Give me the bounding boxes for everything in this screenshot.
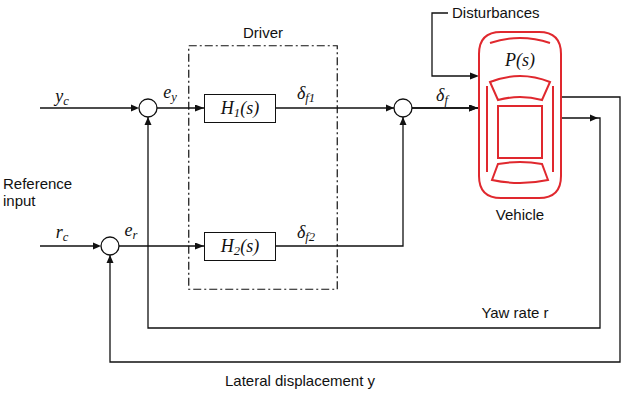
node-title: Vehicle <box>496 206 544 223</box>
arrowhead <box>470 73 479 80</box>
subscript: 1 <box>234 106 240 120</box>
text-part: (s) <box>240 98 259 118</box>
annotation-text: Reference input <box>3 175 75 210</box>
car-side-line <box>487 86 553 172</box>
arrowhead <box>107 255 114 263</box>
signal-name: yc <box>55 86 69 107</box>
subscript: c <box>63 230 69 244</box>
transfer-function-box: H2(s) <box>204 232 276 261</box>
summing-junction <box>394 99 412 117</box>
text-part: δ <box>297 222 305 242</box>
arrowhead <box>400 117 407 125</box>
arrowhead <box>590 115 598 122</box>
signal-label: δf2 <box>295 222 317 243</box>
car-roof <box>498 106 542 158</box>
input-wire <box>40 107 132 108</box>
signal-label: Lateral displacement y <box>223 372 377 389</box>
subscript: f1 <box>305 91 315 105</box>
text-part: H <box>221 236 234 256</box>
transfer-function-box: H1(s) <box>204 94 276 123</box>
car-windshield <box>490 76 550 100</box>
subscript: y <box>171 90 177 104</box>
node-title: Driver <box>243 24 283 41</box>
arrowhead <box>386 105 394 112</box>
signal-name: rc <box>56 222 69 243</box>
summing-junction <box>139 99 157 117</box>
text-part: e <box>125 220 133 240</box>
text-part: e <box>163 82 171 102</box>
arrowhead <box>145 117 152 125</box>
signal-line <box>276 108 478 246</box>
text-part: r <box>56 222 63 242</box>
summing-junction <box>101 237 119 255</box>
node-symbol: H2(s) <box>221 236 259 257</box>
text-part: H <box>221 98 234 118</box>
text-part: δ <box>297 83 305 103</box>
signal-label: Yaw rate r <box>479 304 550 321</box>
signal-label: δf1 <box>295 83 317 104</box>
node-symbol: P(s) <box>505 50 535 71</box>
car-rear-window <box>492 162 548 183</box>
signal-name: ey <box>163 82 177 103</box>
car-bumper <box>490 38 550 43</box>
subscript: c <box>63 94 69 108</box>
subscript: f2 <box>305 230 315 244</box>
dash-dot-border <box>189 46 338 290</box>
signal-name: er <box>125 220 138 241</box>
input-wire <box>40 245 94 246</box>
annotation-text: Disturbances <box>452 4 540 21</box>
subscript: 2 <box>234 244 240 258</box>
text-part: y <box>55 86 63 106</box>
car-body <box>479 32 561 198</box>
subscript: f <box>444 93 448 107</box>
vehicle-block: P(s)Vehicle <box>478 30 562 200</box>
text-part: δ <box>436 85 444 105</box>
arrowhead <box>131 105 139 112</box>
subscript: r <box>133 228 138 242</box>
text-part: (s) <box>240 236 259 256</box>
node-symbol: H1(s) <box>221 98 259 119</box>
arrowhead <box>93 243 101 250</box>
disturbance-wire <box>432 13 471 76</box>
signal-name: δf <box>436 85 448 106</box>
